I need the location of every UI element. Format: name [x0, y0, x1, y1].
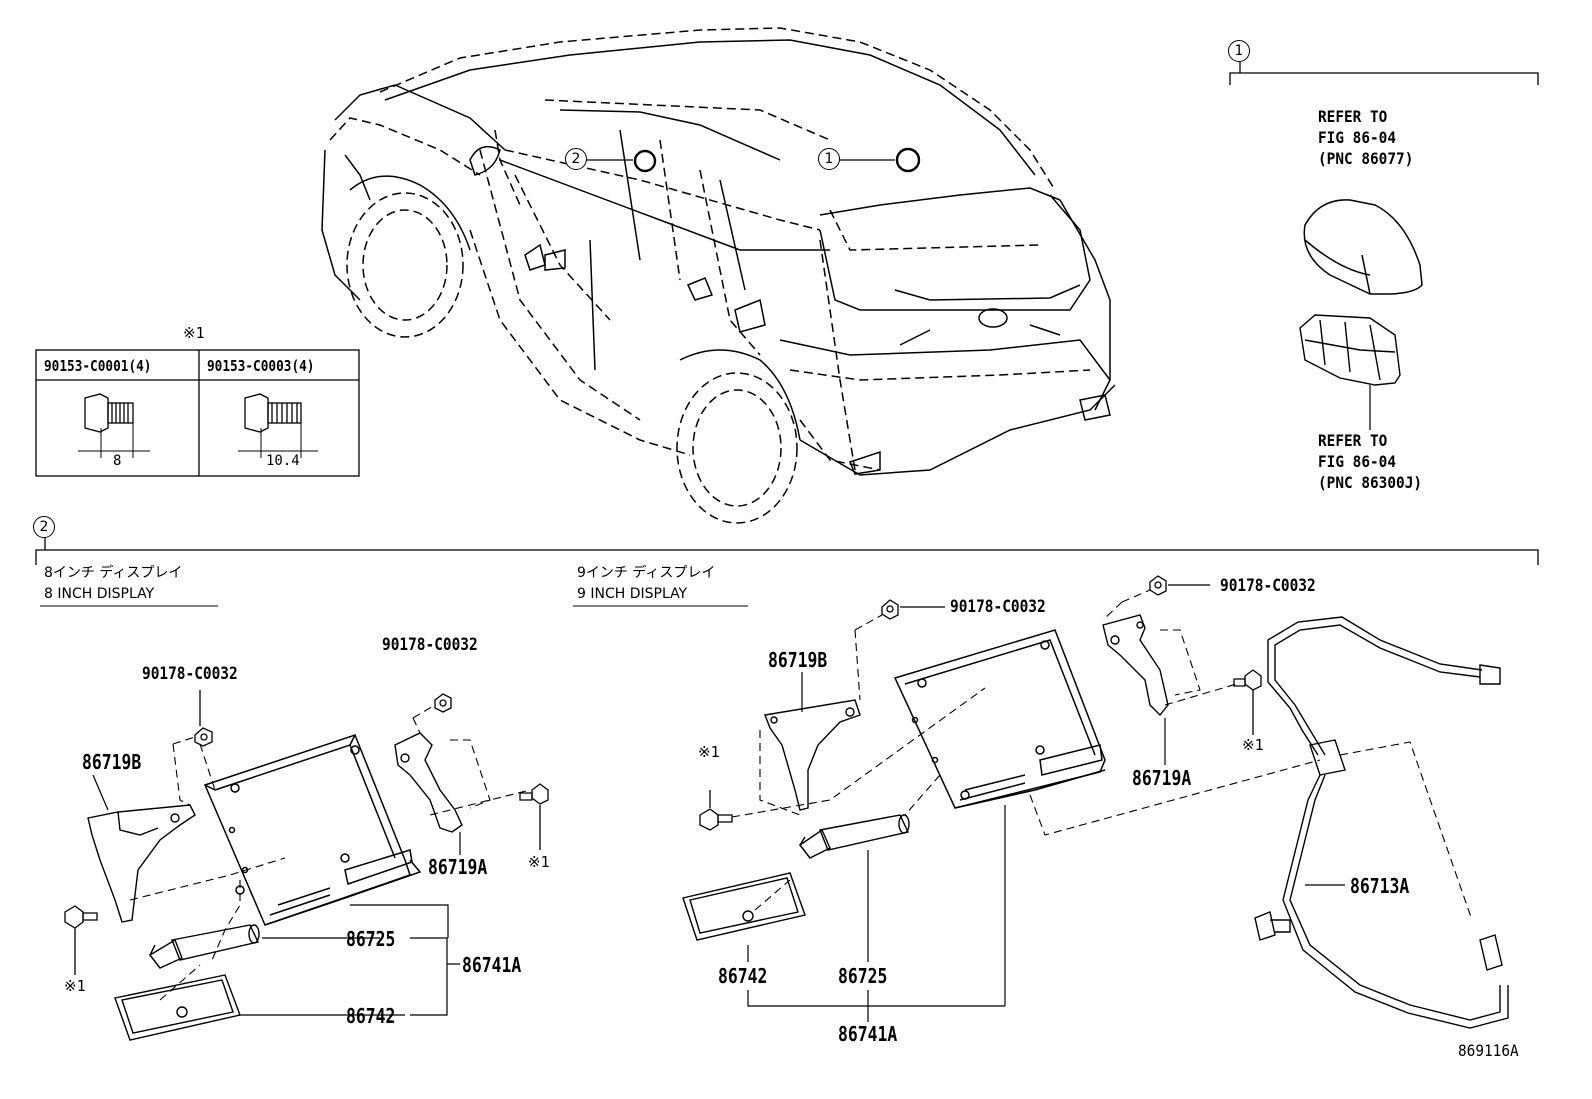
bolt-table-frame	[35, 349, 360, 477]
right-bracket-b	[764, 699, 861, 811]
right-cylinder	[798, 814, 910, 859]
right-assembly-label: 86741A	[838, 1022, 898, 1046]
shark-fin-antenna-drawing	[1303, 199, 1423, 295]
bolt-table-header-col1: 90153-C0001(4)	[44, 357, 152, 375]
left-bracket-a	[394, 732, 463, 833]
bolt-table-note-mark: ※1	[183, 324, 205, 342]
bolt-8mm-drawing	[78, 393, 150, 458]
display-section-bracket	[35, 538, 1539, 607]
antenna-amplifier-drawing	[1299, 314, 1401, 430]
right-display-unit	[893, 629, 1106, 809]
antenna-location-callout: 1	[818, 148, 840, 170]
right-dashed-guides	[731, 589, 1473, 921]
left-nuts-bolts	[64, 690, 549, 975]
bolt-8mm-dimension: 8	[113, 453, 122, 469]
left-title-en: 8 INCH DISPLAY	[44, 586, 155, 602]
right-note-right: ※1	[1242, 736, 1264, 754]
right-plate	[682, 872, 806, 941]
left-assembly-label: 86741A	[462, 953, 522, 977]
display-location-callout: 2	[565, 148, 587, 170]
figure-id: 869116A	[1458, 1041, 1519, 1060]
right-bracket-a-label: 86719A	[1132, 766, 1192, 790]
left-note-right: ※1	[528, 853, 550, 871]
left-bracket-a-label: 86719A	[428, 855, 488, 879]
left-title-jp: 8インチ ディスプレイ	[44, 565, 183, 581]
bolt-table-header-col2: 90153-C0003(4)	[207, 357, 315, 375]
right-bracket-b-label: 86719B	[768, 648, 828, 672]
bolt-10mm-drawing	[238, 393, 318, 458]
left-dashed-guides	[129, 704, 531, 1001]
right-title-jp: 9インチ ディスプレイ	[577, 565, 716, 581]
vehicle-illustration	[321, 27, 1116, 524]
right-note-left: ※1	[698, 743, 720, 761]
left-nut-a-label: 90178-C0032	[142, 664, 238, 684]
right-nut-a-label: 90178-C0032	[950, 597, 1046, 617]
display-section-callout: 2	[33, 516, 55, 538]
left-display-unit	[203, 734, 422, 926]
right-title-en: 9 INCH DISPLAY	[577, 586, 688, 602]
left-plate-label: 86742	[346, 1004, 396, 1028]
left-plate	[114, 974, 241, 1041]
right-cable-86713A	[1254, 616, 1509, 1029]
right-cylinder-label: 86725	[838, 964, 888, 988]
shark-fin-refer-note: REFER TO FIG 86-04 (PNC 86077)	[1318, 107, 1414, 168]
left-note-left: ※1	[64, 977, 86, 995]
left-bracket-b-label: 86719B	[82, 750, 142, 774]
left-cylinder-label: 86725	[346, 927, 396, 951]
left-bracket-b	[87, 804, 196, 923]
right-plate-label: 86742	[718, 964, 768, 988]
right-leaders	[747, 584, 1345, 1022]
left-leaders	[92, 774, 461, 1016]
right-nut-b-label: 90178-C0032	[1220, 576, 1316, 596]
amplifier-refer-note: REFER TO FIG 86-04 (PNC 86300J)	[1318, 431, 1423, 492]
bolt-10mm-dimension: 10.4	[266, 453, 300, 469]
right-bracket-a	[1102, 614, 1169, 717]
left-nut-b-label: 90178-C0032	[382, 635, 478, 655]
left-cylinder	[148, 924, 260, 969]
antenna-section-bracket	[1229, 62, 1539, 85]
antenna-section-callout: 1	[1228, 40, 1250, 62]
right-cable-label: 86713A	[1350, 874, 1410, 898]
